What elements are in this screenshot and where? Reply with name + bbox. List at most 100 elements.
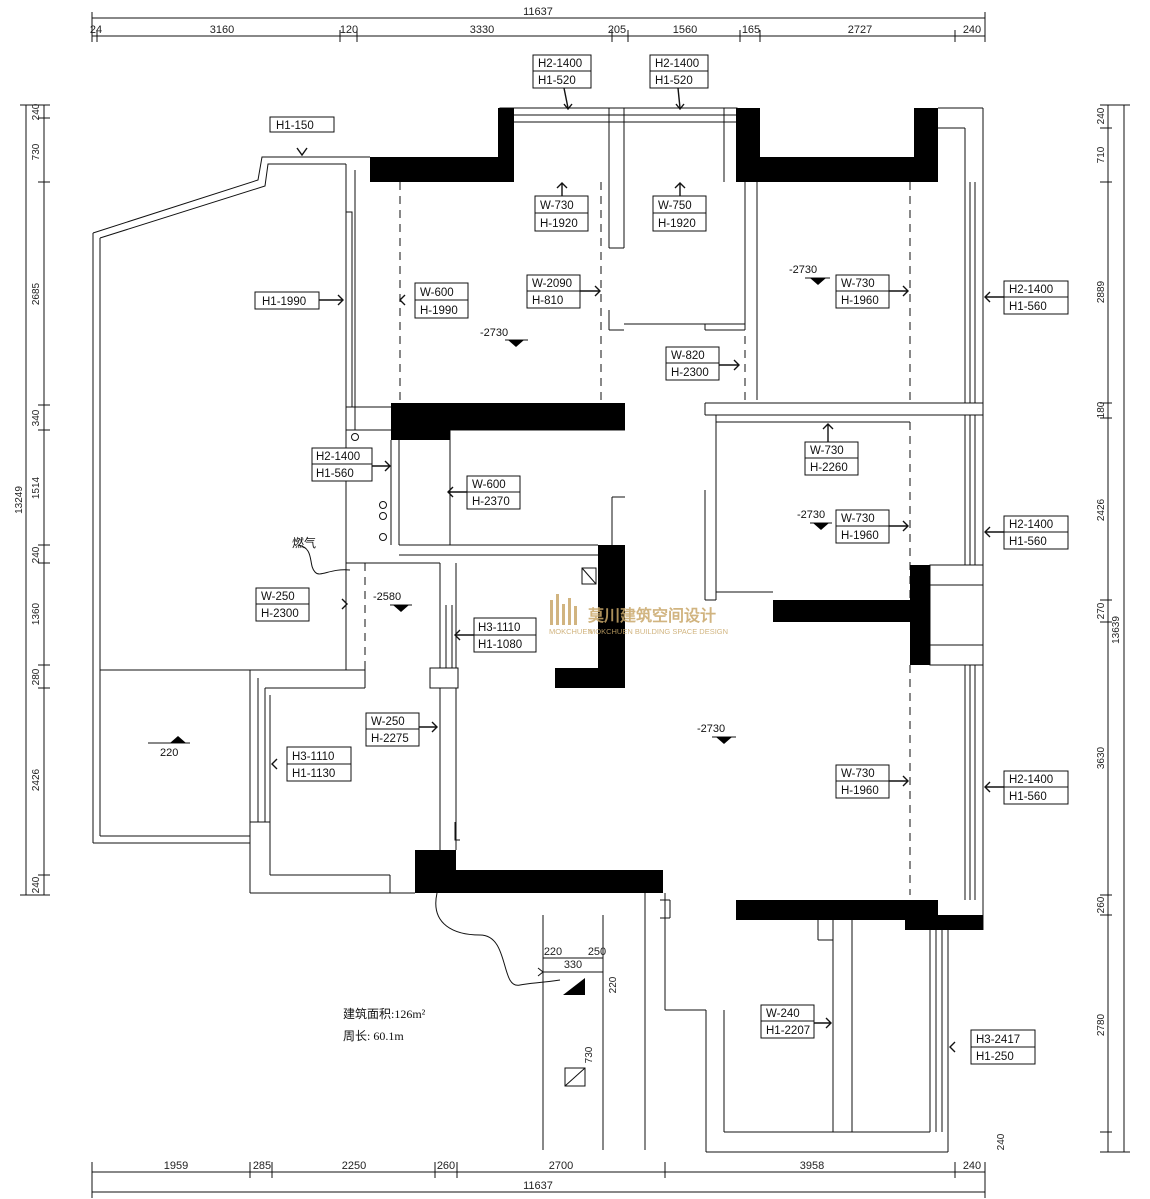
left-dim-10: 240 bbox=[31, 876, 42, 893]
svg-text:H-1960: H-1960 bbox=[841, 530, 879, 542]
svg-text:H1-560: H1-560 bbox=[1009, 791, 1047, 803]
door-tag: W-600 H-2370 bbox=[447, 475, 521, 510]
gas-pipe-line: 燃气 bbox=[292, 535, 351, 575]
svg-text:W-2090: W-2090 bbox=[532, 278, 572, 290]
entry-curve bbox=[435, 892, 561, 986]
top-dim-2: 3160 bbox=[210, 24, 234, 36]
watermark-name-en: MOKCHUEN BUILDING SPACE DESIGN bbox=[589, 627, 728, 636]
right-dim-7: 3630 bbox=[1096, 746, 1107, 769]
top-dim-8: 2727 bbox=[848, 24, 872, 36]
svg-text:W-730: W-730 bbox=[540, 200, 574, 212]
svg-text:W-250: W-250 bbox=[371, 716, 405, 728]
svg-text:H2-1400: H2-1400 bbox=[1009, 774, 1053, 786]
left-dimension-chain: 13249 240 730 2685 340 1514 240 1360 280… bbox=[14, 103, 50, 896]
area-note: 建筑面积:126m² bbox=[343, 1006, 426, 1021]
level-marker: -2580 bbox=[373, 591, 412, 612]
right-dim-4: 180 bbox=[1096, 401, 1107, 418]
stair-a: 220 bbox=[544, 946, 562, 958]
bottom-dim-6: 3958 bbox=[800, 1160, 824, 1172]
window-tag: H3-2417 H1-250 bbox=[949, 1029, 1036, 1065]
svg-text:H-1960: H-1960 bbox=[841, 785, 879, 797]
window-tag: H2-1400 H1-560 bbox=[984, 770, 1069, 805]
svg-text:H-1960: H-1960 bbox=[841, 295, 879, 307]
svg-text:220: 220 bbox=[160, 747, 178, 759]
door-tag: W-730 H-2260 bbox=[804, 423, 859, 476]
structural-walls bbox=[370, 108, 983, 930]
top-dim-4: 3330 bbox=[470, 24, 494, 36]
svg-text:H1-560: H1-560 bbox=[1009, 536, 1047, 548]
svg-text:W-730: W-730 bbox=[841, 768, 875, 780]
svg-text:H1-250: H1-250 bbox=[976, 1051, 1014, 1063]
left-dim-8: 280 bbox=[31, 668, 42, 685]
door-tag: W-730 H-1960 bbox=[835, 764, 909, 799]
opening-tag: W-2090 H-810 bbox=[526, 274, 601, 309]
window-tag: H3-1110 H1-1080 bbox=[454, 617, 537, 653]
stair-marker-top: 330 220 250 220 bbox=[543, 946, 619, 995]
stair-d: 730 bbox=[584, 1046, 595, 1063]
stair-b: 250 bbox=[588, 946, 606, 958]
left-dim-9: 2426 bbox=[31, 768, 42, 791]
perimeter-note: 周长: 60.1m bbox=[343, 1029, 404, 1043]
bottom-dim-7: 240 bbox=[963, 1160, 981, 1172]
top-dim-1: 24 bbox=[90, 24, 102, 36]
gas-label: 燃气 bbox=[292, 535, 316, 550]
level-marker: -2730 bbox=[797, 509, 832, 530]
bottom-dim-2: 285 bbox=[253, 1160, 271, 1172]
svg-text:H2-1400: H2-1400 bbox=[538, 58, 582, 70]
right-dim-9: 2780 bbox=[1096, 1013, 1107, 1036]
door-tag: W-730 H-1960 bbox=[835, 274, 909, 309]
fixtures bbox=[351, 433, 597, 841]
svg-text:-2730: -2730 bbox=[797, 509, 825, 521]
top-dim-7: 165 bbox=[742, 24, 760, 36]
svg-text:H1-520: H1-520 bbox=[538, 75, 576, 87]
stair-marker-bottom: 730 bbox=[564, 1046, 595, 1087]
window-tag: H1-150 bbox=[269, 116, 335, 157]
svg-text:W-730: W-730 bbox=[841, 278, 875, 290]
right-dimension-chain: 13639 240 710 2889 180 2426 270 3630 260… bbox=[996, 104, 1130, 1153]
svg-text:H1-1130: H1-1130 bbox=[292, 768, 335, 780]
level-marker: -2730 bbox=[789, 264, 830, 285]
svg-text:W-250: W-250 bbox=[261, 591, 295, 603]
svg-text:H1-560: H1-560 bbox=[1009, 301, 1047, 313]
left-dim-7: 1360 bbox=[31, 602, 42, 625]
dashed-openings bbox=[345, 182, 911, 1130]
left-dim-4: 340 bbox=[31, 409, 42, 426]
svg-text:W-600: W-600 bbox=[472, 479, 506, 491]
svg-text:W-820: W-820 bbox=[671, 350, 705, 362]
right-dim-1: 240 bbox=[1096, 107, 1107, 124]
svg-text:-2730: -2730 bbox=[480, 327, 508, 339]
window-tag: H2-1400 H1-560 bbox=[984, 280, 1069, 315]
svg-text:-2580: -2580 bbox=[373, 591, 401, 603]
watermark-name-cn: 莫川建筑空间设计 bbox=[587, 606, 716, 625]
left-dim-3: 2685 bbox=[31, 282, 42, 305]
svg-text:H-1920: H-1920 bbox=[658, 218, 696, 230]
right-dim-10: 240 bbox=[996, 1133, 1007, 1150]
svg-text:H2-1400: H2-1400 bbox=[1009, 519, 1053, 531]
watermark-logo-text: MOKCHUEN bbox=[549, 627, 593, 636]
wall-outlines bbox=[92, 107, 984, 1153]
door-tag: W-820 H-2300 bbox=[665, 346, 740, 381]
door-tag: W-600 H-1990 bbox=[399, 282, 469, 319]
right-dim-5: 2426 bbox=[1096, 498, 1107, 521]
level-marker: 220 bbox=[148, 736, 190, 759]
top-dim-3: 120 bbox=[340, 24, 358, 36]
bottom-dimension-chain: 1959 285 2250 260 2700 3958 240 11637 bbox=[91, 1160, 986, 1198]
svg-text:H3-1110: H3-1110 bbox=[478, 622, 520, 634]
svg-text:-2730: -2730 bbox=[697, 723, 725, 735]
bottom-dim-1: 1959 bbox=[164, 1160, 188, 1172]
top-dim-5: 205 bbox=[608, 24, 626, 36]
svg-text:W-730: W-730 bbox=[810, 445, 844, 457]
svg-text:H-1990: H-1990 bbox=[420, 305, 458, 317]
svg-text:H1-2207: H1-2207 bbox=[766, 1025, 810, 1037]
right-dim-3: 2889 bbox=[1096, 280, 1107, 303]
top-dim-9: 240 bbox=[963, 24, 981, 36]
right-dim-8: 260 bbox=[1096, 896, 1107, 913]
door-tag: W-730 H-1960 bbox=[835, 509, 909, 544]
left-dim-1: 240 bbox=[31, 103, 42, 120]
svg-text:H-2260: H-2260 bbox=[810, 462, 848, 474]
svg-text:H3-2417: H3-2417 bbox=[976, 1034, 1020, 1046]
top-overall-dim: 11637 bbox=[523, 6, 553, 18]
window-door-tags: H2-1400 H1-520 H2-1400 H1-520 H1-150 W-7… bbox=[254, 54, 1069, 1065]
left-dim-5: 1514 bbox=[31, 476, 42, 499]
svg-text:W-750: W-750 bbox=[658, 200, 692, 212]
